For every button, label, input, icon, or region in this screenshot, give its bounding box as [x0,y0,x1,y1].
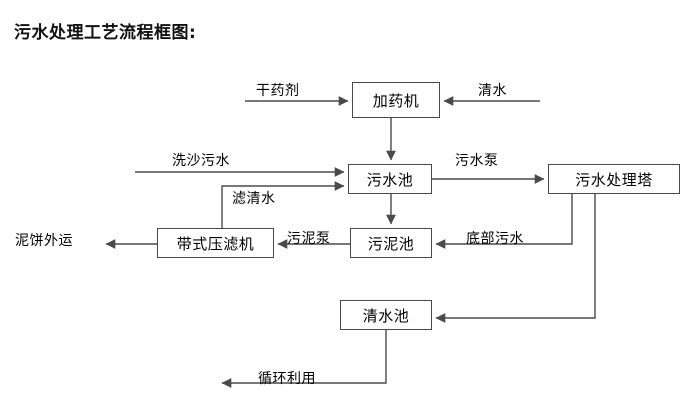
node-wastewater-pool[interactable]: 污水池 [348,164,432,194]
node-label: 带式压滤机 [176,234,255,253]
edge-label-sand-wash-water: 洗沙污水 [172,153,230,169]
node-label: 清水池 [362,306,410,325]
node-label: 污泥池 [367,234,415,253]
edge-label-sewage-pump: 污水泵 [455,153,499,169]
terminal-label-mud-cake-export: 泥饼外运 [15,233,73,249]
edge-filtrate-to-wastewater-pool [221,181,345,228]
node-label: 加药机 [372,91,420,110]
node-dosing-machine[interactable]: 加药机 [352,82,440,118]
edge-tower-to-clean-water-pool [435,194,596,323]
edge-label-dry-chemical: 干药剂 [256,83,300,99]
node-sludge-pool[interactable]: 污泥池 [350,228,432,258]
edge-label-recycle-use: 循环利用 [258,371,316,387]
edge-label-clean-water-input: 清水 [478,83,507,99]
node-label: 污水处理塔 [575,170,653,189]
node-belt-filter-press[interactable]: 带式压滤机 [157,228,274,258]
edge-tower-to-sludge-pool [435,194,573,249]
edge-label-filtrate-water: 滤清水 [232,191,276,207]
node-clean-water-pool[interactable]: 清水池 [340,300,432,330]
edge-clean-water-pool-to-recycle [221,330,387,388]
node-treatment-tower[interactable]: 污水处理塔 [548,164,680,194]
node-label: 污水池 [366,170,414,189]
edge-label-sludge-pump: 污泥泵 [287,231,331,247]
edge-label-bottom-sewage: 底部污水 [466,231,524,247]
page-title: 污水处理工艺流程框图: [14,23,197,43]
